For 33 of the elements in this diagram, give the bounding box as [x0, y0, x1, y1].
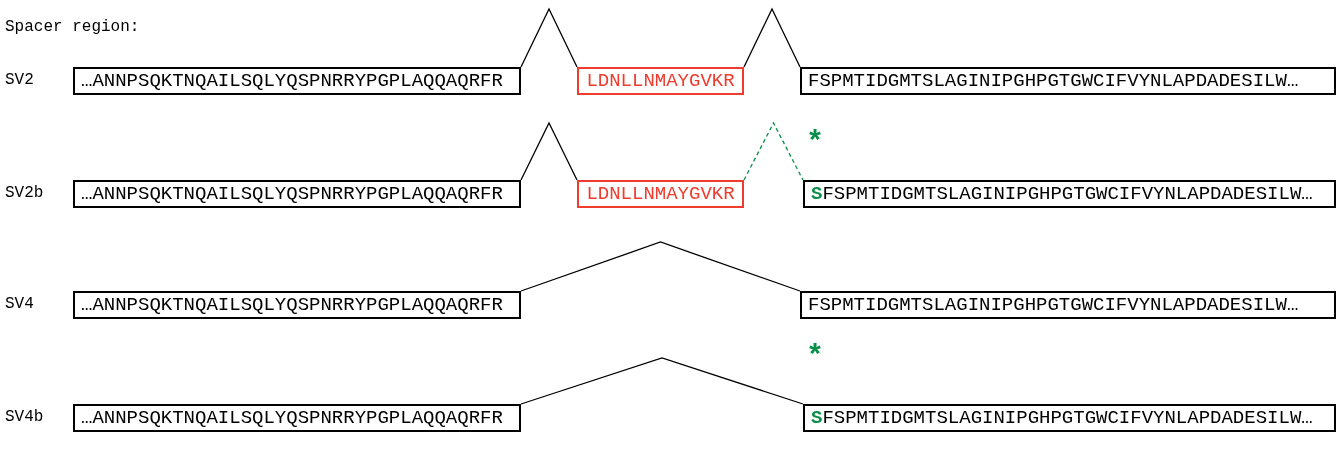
sequence-text: LDNLLNMAYGVKR [586, 183, 735, 205]
sequence-box [73, 291, 521, 319]
row-label: SV4 [5, 295, 34, 313]
sequence-box [73, 404, 521, 432]
row-label: SV2b [5, 184, 44, 202]
sequence-box [577, 67, 744, 95]
splice-line [520, 7, 578, 68]
sequence-text: FSPMTIDGMTSLAGINIPGHPGTGWCIFVYNLAPDADESILW… [808, 70, 1299, 92]
sequence-text: SFSPMTIDGMTSLAGINIPGHPGTGWCIFVYNLAPDADESILW… [811, 407, 1313, 429]
sequence-text: …ANNPSQKTNQAILSQLYQSPNRRYPGPLAQQAQRFR [81, 407, 503, 429]
asterisk-mark: * [806, 342, 824, 372]
sequence-text: …ANNPSQKTNQAILSQLYQSPNRRYPGPLAQQAQRFR [81, 183, 503, 205]
sequence-text: FSPMTIDGMTSLAGINIPGHPGTGWCIFVYNLAPDADESILW… [808, 294, 1299, 316]
sequence-text: SFSPMTIDGMTSLAGINIPGHPGTGWCIFVYNLAPDADESILW… [811, 183, 1313, 205]
splice-line [520, 121, 578, 181]
title: Spacer region: [5, 18, 140, 36]
sequence-text: …ANNPSQKTNQAILSQLYQSPNRRYPGPLAQQAQRFR [81, 294, 503, 316]
sequence-box [73, 180, 521, 208]
row-label: SV2 [5, 71, 34, 89]
sequence-text: LDNLLNMAYGVKR [586, 70, 735, 92]
sequence-box [800, 291, 1336, 319]
splice-line [520, 357, 804, 405]
row-label: SV4b [5, 408, 44, 426]
sequence-box [800, 67, 1336, 95]
splice-line [743, 7, 801, 68]
sequence-box [803, 404, 1336, 432]
splice-line [743, 121, 804, 181]
sequence-box [73, 67, 521, 95]
sequence-text: …ANNPSQKTNQAILSQLYQSPNRRYPGPLAQQAQRFR [81, 70, 503, 92]
sequence-box [803, 180, 1336, 208]
asterisk-mark: * [806, 128, 824, 158]
sequence-box [577, 180, 744, 208]
splice-line [520, 241, 801, 292]
